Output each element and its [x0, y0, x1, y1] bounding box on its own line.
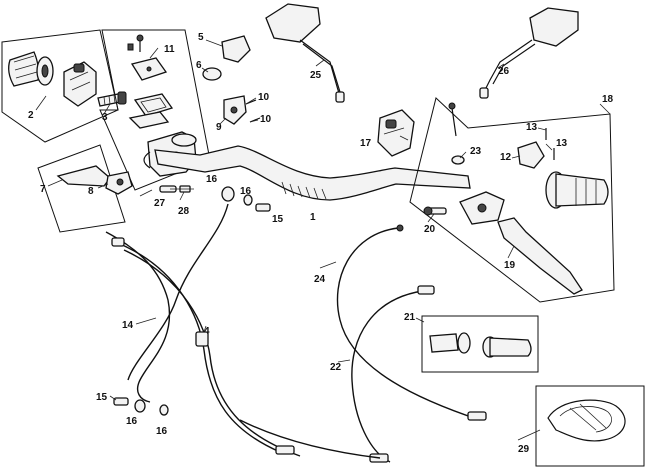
label-1: 1 — [310, 212, 316, 223]
ring-6 — [202, 67, 222, 81]
right-mirror — [479, 7, 579, 99]
label-11: 11 — [164, 44, 175, 55]
brake-lever — [56, 165, 111, 187]
grip-set-right — [489, 337, 532, 357]
label-5: 5 — [198, 32, 204, 43]
label-12: 12 — [500, 152, 512, 163]
label-15a: 15 — [272, 214, 284, 225]
banjo-bolt-bottom — [113, 397, 129, 406]
label-13a: 13 — [526, 122, 538, 133]
throttle-cable-a — [119, 243, 281, 453]
label-16c: 16 — [126, 416, 138, 427]
handguard-box — [535, 385, 645, 467]
label-19: 19 — [504, 260, 516, 271]
switch-17 — [377, 109, 415, 157]
label-4: 4 — [204, 326, 210, 337]
label-16b: 16 — [240, 186, 252, 197]
left-grip — [8, 51, 40, 87]
right-switch-group — [377, 109, 415, 157]
brake-hose-upper — [127, 203, 229, 381]
label-3: 3 — [102, 112, 108, 123]
label-10b: 10 — [260, 114, 272, 125]
grip-set-box — [421, 315, 539, 373]
handguard-group — [535, 385, 645, 467]
clamp-group — [202, 35, 261, 125]
cables-group — [105, 186, 487, 463]
label-16a: 16 — [206, 174, 218, 185]
grip-set-left — [429, 333, 459, 353]
label-16d: 16 — [156, 426, 168, 437]
label-29: 29 — [518, 444, 530, 455]
handlebar — [154, 145, 471, 201]
label-22: 22 — [330, 362, 342, 373]
washer-23 — [451, 155, 465, 165]
master-cylinder-box — [99, 29, 211, 191]
label-8: 8 — [88, 186, 94, 197]
diaphragm-plate — [128, 111, 170, 129]
brake-lever-group — [56, 165, 194, 195]
master-cylinder-group — [37, 29, 211, 233]
label-10a: 10 — [258, 92, 270, 103]
label-20: 20 — [424, 224, 436, 235]
label-9: 9 — [216, 122, 222, 133]
cable-24 — [336, 227, 481, 421]
label-23: 23 — [470, 146, 482, 157]
label-17: 17 — [360, 138, 372, 149]
label-26: 26 — [498, 66, 510, 77]
grip-set-group — [421, 315, 539, 373]
label-13b: 13 — [556, 138, 568, 149]
label-14: 14 — [122, 320, 134, 331]
label-15b: 15 — [96, 392, 108, 403]
label-7: 7 — [40, 184, 46, 195]
left-switch-body — [63, 61, 97, 107]
diaphragm — [133, 93, 174, 117]
left-mirror-head — [265, 3, 321, 43]
clutch-group — [409, 97, 615, 303]
brake-hose-14 — [105, 231, 171, 403]
clutch-lever-19 — [497, 217, 583, 295]
right-mirror-head — [529, 7, 579, 47]
label-25: 25 — [310, 70, 322, 81]
switch-5 — [221, 35, 251, 63]
lever-box — [37, 144, 126, 233]
cable-splitter-4 — [195, 331, 209, 347]
clutch-box — [409, 97, 615, 303]
right-grip — [555, 173, 609, 207]
label-21: 21 — [404, 312, 416, 323]
label-2: 2 — [28, 110, 34, 121]
handguard — [547, 399, 626, 442]
label-6: 6 — [196, 60, 202, 71]
label-27: 27 — [154, 198, 166, 209]
handlebar-group — [154, 145, 471, 201]
leader-lines — [35, 39, 611, 441]
callout-labels: 2 3 11 5 6 7 8 9 10 10 17 18 19 20 23 12… — [28, 32, 614, 455]
part-12 — [517, 141, 545, 169]
left-grip-box — [1, 29, 119, 143]
left-grip-group — [1, 29, 127, 143]
label-28: 28 — [178, 206, 190, 217]
clutch-cable-22 — [351, 289, 431, 463]
banjo-bolt-top — [255, 203, 271, 212]
label-18: 18 — [602, 94, 614, 105]
throttle-cable-b — [123, 249, 301, 457]
label-24: 24 — [314, 274, 326, 285]
left-mirror — [265, 3, 345, 103]
